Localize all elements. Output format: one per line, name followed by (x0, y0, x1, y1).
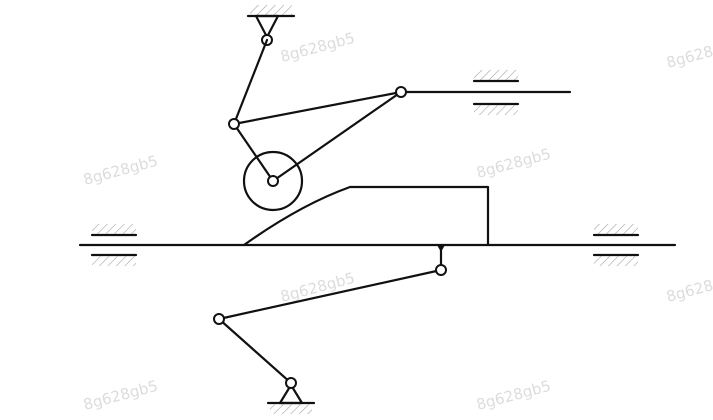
attachment-mark (437, 245, 445, 252)
upper-knee-joint (228, 118, 240, 130)
link-knee-to-roller (232, 122, 275, 183)
roller-follower (242, 150, 304, 212)
roller-center-joint (267, 175, 279, 187)
watermark-6: 8g628gb5 (664, 269, 713, 306)
right-guide-bearing (592, 224, 640, 266)
cam-plate (242, 185, 490, 247)
roller-wheel (242, 150, 304, 212)
cam-profile (242, 185, 490, 247)
lower-linkage (213, 243, 447, 385)
link-knee-to-slider-joint (232, 90, 403, 126)
top-fixed-pivot (246, 5, 296, 46)
watermark-4: 8g628gb5 (474, 145, 552, 182)
bottom-pivot-joint (285, 377, 297, 389)
watermark-5: 8g628gb5 (278, 269, 356, 306)
lower-knee-joint (213, 313, 225, 325)
watermark-layer: 8g628gb5 8g628gb5 8g628gb5 8g628gb5 8g62… (81, 29, 713, 414)
watermark-8: 8g628gb5 (474, 377, 552, 414)
watermark-2: 8g628gb5 (664, 35, 713, 72)
watermark-3: 8g628gb5 (81, 152, 159, 189)
bar-joint (435, 264, 447, 276)
upper-linkage (232, 38, 572, 183)
watermark-7: 8g628gb5 (81, 377, 159, 414)
link-roller-to-slider-joint (271, 90, 403, 183)
left-guide-bearing (90, 224, 138, 266)
watermark-1: 8g628gb5 (278, 29, 356, 66)
upper-guide-bearing (472, 70, 520, 115)
lower-crank-link (217, 317, 293, 385)
slider-rod-joint (395, 86, 407, 98)
link-top-pivot-to-knee (232, 38, 269, 126)
lower-coupler-link (217, 268, 443, 321)
bottom-fixed-pivot (266, 377, 316, 414)
